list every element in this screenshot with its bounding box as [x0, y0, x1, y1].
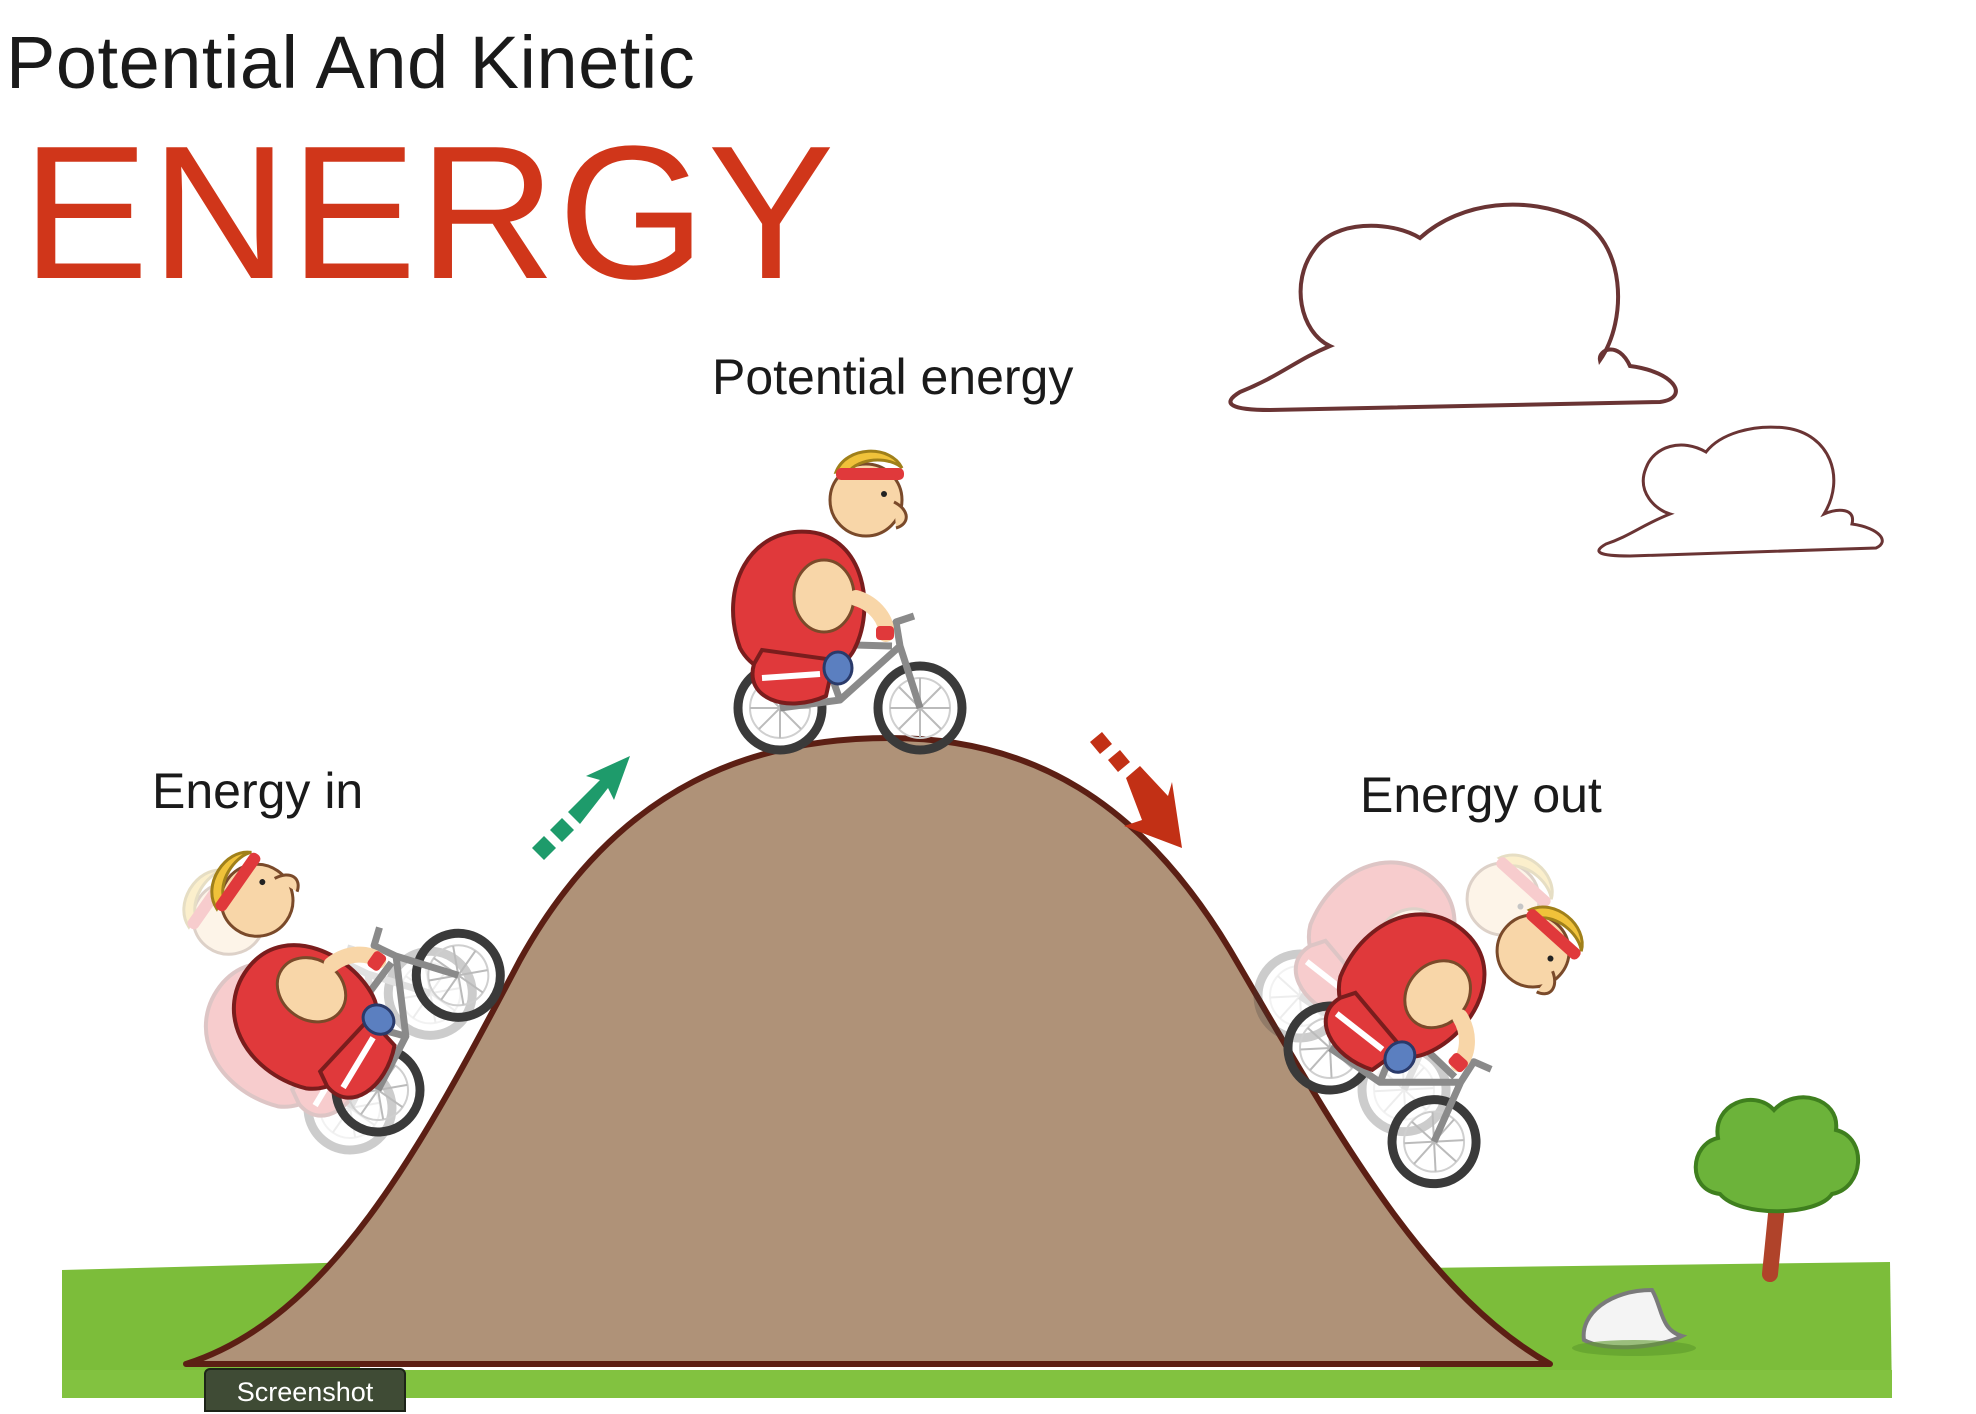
- arrow-down-right-icon: [1090, 732, 1182, 848]
- cyclist-icon: [733, 451, 962, 750]
- potential-energy-label: Potential energy: [712, 349, 1074, 405]
- arrow-up-right-icon: [532, 756, 630, 860]
- diagram-title: ENERGY: [22, 107, 837, 319]
- tree-icon: [1696, 1097, 1858, 1274]
- diagram-subtitle: Potential And Kinetic: [6, 21, 696, 104]
- cloud-icon: [1228, 202, 1678, 413]
- energy-in-label: Energy in: [152, 763, 364, 819]
- energy-out-label: Energy out: [1360, 767, 1602, 823]
- cloud-icon: [1597, 425, 1884, 558]
- rock-icon: [1572, 1287, 1696, 1356]
- screenshot-button[interactable]: Screenshot: [204, 1368, 406, 1412]
